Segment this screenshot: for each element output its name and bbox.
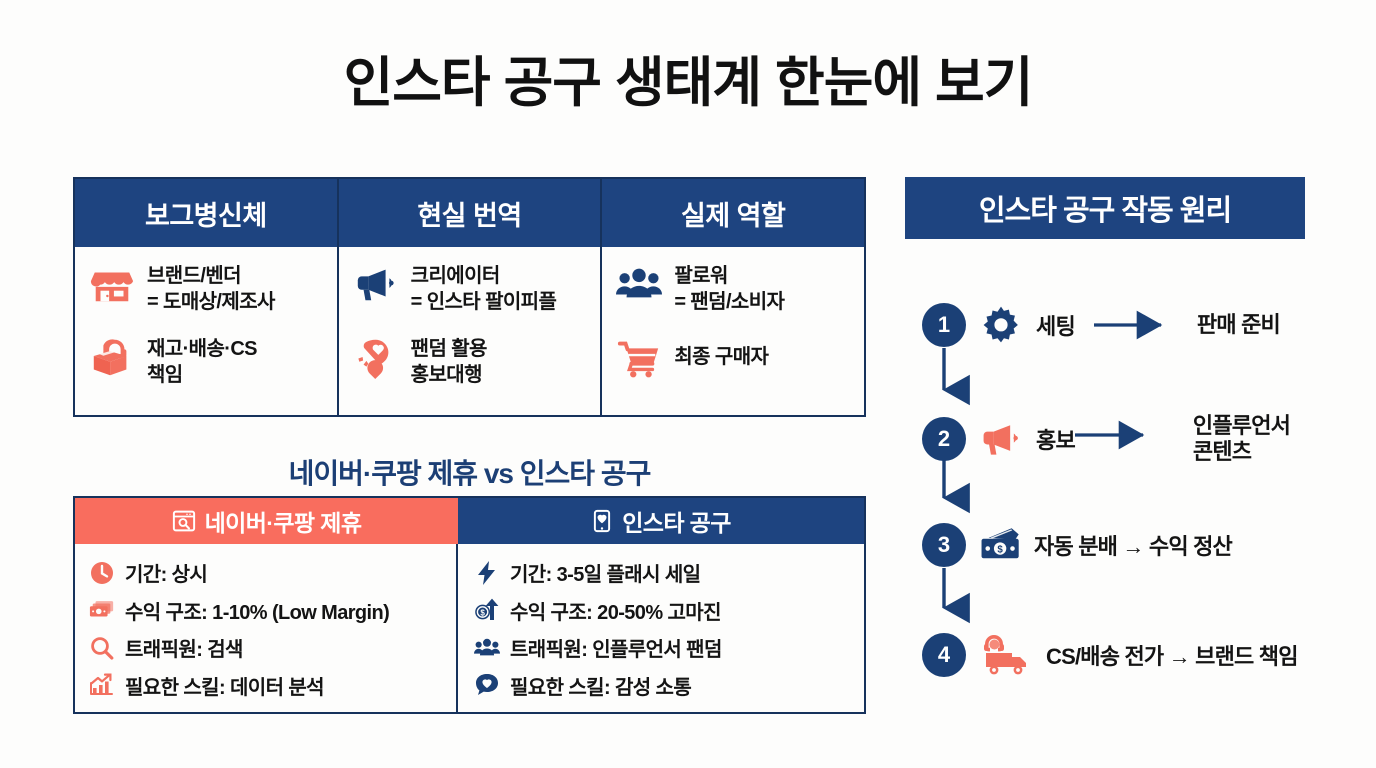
role-table: 보그병신체 현실 번역 실제 역할 브랜드/벤더 = 도매상/제조사 [73, 177, 866, 417]
role-item-text: 재고·배송·CS 책임 [147, 337, 258, 387]
role-item-text: 팔로워 = 팬덤/소비자 [674, 265, 785, 314]
delivery-support-icon [984, 635, 1026, 675]
role-item-text: 브랜드/벤더 = 도매상/제조사 [147, 265, 275, 314]
compare-row-duration: 기간: 상시 [89, 558, 448, 587]
step-result: 판매 준비 [1196, 311, 1281, 337]
compare-row-traffic: 트래픽원: 인플루언서 팬덤 [474, 633, 856, 662]
page-title: 인스타 공구 생태계 한눈에 보기 [343, 53, 1034, 113]
compare-column-naver-coupang: 기간: 상시 수익 구조: 1-10% (Low Margin) [75, 544, 458, 712]
role-table-header-cell-2: 현실 번역 [338, 179, 603, 247]
role-column-vogue: 브랜드/벤더 = 도매상/제조사 재고·배송·CS 책임 [75, 247, 339, 415]
step-number-badge: 3 [922, 523, 966, 567]
role-column-real-role: 팔로워 = 팬덤/소비자 최종 구매자 [602, 247, 864, 415]
step-inline-text: CS/배송 전가 → 브랜드 책임 [1046, 644, 1298, 669]
flow-step-4: 4 CS/배송 전가 → 브랜드 책임 [922, 633, 1298, 677]
role-table-header-cell-3: 실제 역할 [602, 179, 865, 247]
compare-header-insta-gonggu: 인스타 공구 [458, 498, 864, 544]
step-label: 홍보 [1036, 428, 1076, 454]
megaphone-icon [983, 425, 1018, 455]
compare-row-skill: 필요한 스킬: 데이터 분석 [89, 671, 448, 700]
step-label: 세팅 [1036, 314, 1076, 339]
compare-row-skill: 필요한 스킬: 감성 소통 [474, 671, 856, 700]
role-item-creator: 크리에이터 = 인스타 팔이피플 [353, 261, 589, 316]
people-group-icon [616, 268, 663, 298]
role-column-translation: 크리에이터 = 인스타 팔이피플 팬덤 활용 홍보대행 [339, 247, 603, 415]
flow-panel-header: 인스타 공구 작동 원리 [905, 177, 1305, 239]
cash-icon: $ [981, 528, 1019, 559]
compare-row-duration: 기간: 3-5일 플래시 세일 [474, 558, 856, 587]
role-item-text: 팬덤 활용 홍보대행 [410, 337, 488, 387]
coin-up-arrow-icon: $ [475, 598, 499, 621]
compare-section-title: 네이버·쿠팡 제휴 vs 인스타 공구 [288, 458, 652, 489]
flow-step-3: 3 $ 자동 분배 → 수익 정산 [922, 523, 1233, 567]
package-support-icon [93, 339, 127, 375]
shopping-cart-icon [618, 341, 659, 378]
storefront-icon [90, 272, 134, 302]
compare-row-margin: $ 수익 구조: 20-50% 고마진 [474, 596, 856, 625]
lightning-bolt-icon [478, 560, 495, 585]
cash-stack-icon [89, 601, 114, 617]
step-number-badge: 2 [922, 417, 966, 462]
flow-connector-arrows [942, 310, 1163, 624]
compare-row-text: 필요한 스킬: 감성 소통 [510, 676, 692, 699]
people-group-icon [474, 638, 500, 656]
role-item-text: 최종 구매자 [674, 345, 769, 368]
hearts-icon [358, 339, 389, 379]
step-inline-text: 자동 분배 → 수익 정산 [1034, 534, 1233, 559]
compare-table-header-row: 네이버·쿠팡 제휴 인스타 공구 [75, 498, 864, 544]
compare-row-text: 기간: 상시 [125, 564, 208, 587]
browser-search-icon [172, 510, 195, 532]
svg-text:$: $ [480, 609, 485, 618]
bar-chart-growth-icon [90, 673, 113, 696]
compare-table-body: 기간: 상시 수익 구조: 1-10% (Low Margin) [75, 544, 864, 712]
step-result: 인플루언서 콘텐츠 [1192, 413, 1291, 465]
role-table-header-cell-1: 보그병신체 [75, 179, 339, 247]
role-item-final-buyer: 최종 구매자 [616, 334, 852, 380]
compare-row-traffic: 트래픽원: 검색 [89, 633, 448, 662]
compare-row-text: 필요한 스킬: 데이터 분석 [125, 676, 325, 699]
compare-row-text: 트래픽원: 검색 [125, 639, 243, 662]
role-item-fandom-promo: 팬덤 활용 홍보대행 [353, 334, 589, 389]
svg-text:$: $ [997, 545, 1003, 556]
role-table-body: 브랜드/벤더 = 도매상/제조사 재고·배송·CS 책임 [75, 247, 864, 415]
role-item-brand-vendor: 브랜드/벤더 = 도매상/제조사 [89, 261, 325, 316]
compare-header-label: 인스타 공구 [622, 510, 731, 536]
step-number-badge: 1 [922, 303, 966, 347]
compare-header-naver-coupang: 네이버·쿠팡 제휴 [75, 498, 458, 544]
compare-table: 네이버·쿠팡 제휴 인스타 공구 기간: 상시 [73, 496, 866, 714]
compare-column-insta-gonggu: 기간: 3-5일 플래시 세일 $ 수익 구조: 20-50% 고마진 [458, 544, 864, 712]
clock-icon [91, 561, 113, 584]
megaphone-icon [357, 269, 394, 301]
phone-heart-icon [594, 509, 611, 533]
magnifier-icon [91, 636, 114, 660]
flow-diagram: 1 세팅 판매 준비 2 홍보 인플루언서 콘텐츠 3 [893, 280, 1363, 700]
role-item-follower: 팔로워 = 팬덤/소비자 [616, 261, 852, 316]
flow-step-2: 2 홍보 인플루언서 콘텐츠 [922, 413, 1291, 466]
role-item-inventory-cs: 재고·배송·CS 책임 [89, 334, 325, 389]
gear-icon [983, 306, 1018, 343]
compare-header-label: 네이버·쿠팡 제휴 [204, 510, 362, 536]
chat-heart-icon [476, 674, 498, 696]
compare-row-text: 수익 구조: 20-50% 고마진 [510, 601, 721, 624]
compare-row-text: 트래픽원: 인플루언서 팬덤 [510, 639, 722, 662]
role-item-text: 크리에이터 = 인스타 팔이피플 [410, 265, 557, 314]
flow-step-1: 1 세팅 판매 준비 [922, 303, 1281, 347]
compare-row-margin: 수익 구조: 1-10% (Low Margin) [89, 596, 448, 625]
compare-row-text: 수익 구조: 1-10% (Low Margin) [125, 601, 390, 624]
role-table-header-row: 보그병신체 현실 번역 실제 역할 [75, 179, 865, 247]
compare-row-text: 기간: 3-5일 플래시 세일 [510, 564, 701, 587]
step-number-badge: 4 [922, 633, 966, 677]
